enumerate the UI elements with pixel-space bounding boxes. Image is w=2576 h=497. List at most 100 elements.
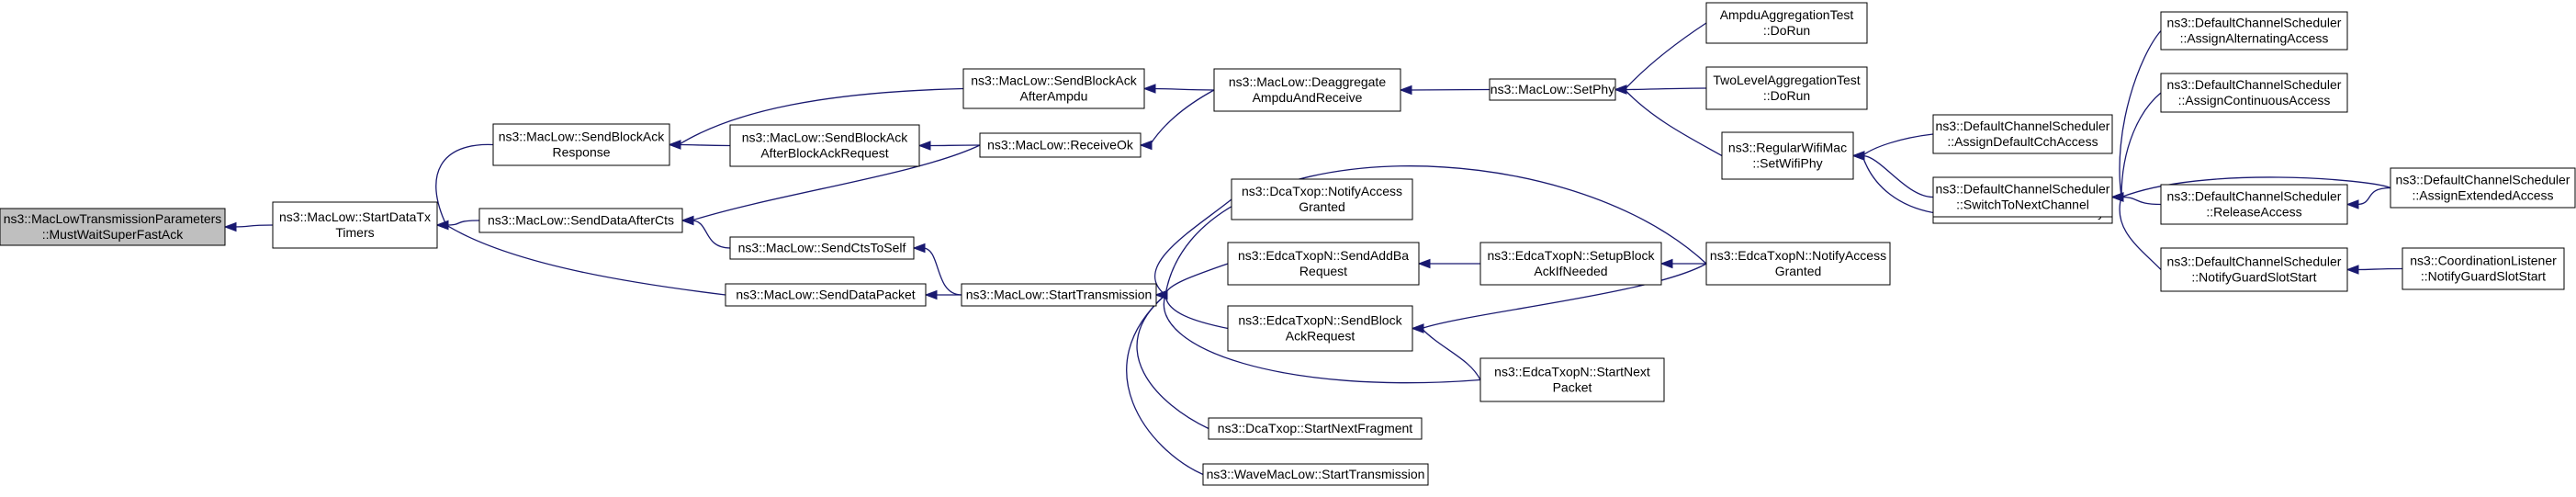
arrow-head-icon bbox=[681, 215, 694, 226]
node-label-line: ::SetWifiPhy bbox=[1752, 156, 1822, 171]
node-box bbox=[492, 123, 670, 166]
arrow-head-icon bbox=[223, 221, 237, 232]
node-label-line: ns3::DefaultChannelScheduler bbox=[2167, 77, 2342, 92]
node-box bbox=[729, 124, 920, 167]
edge-edcaNotifyAccess-to-startTransmission bbox=[1154, 165, 1707, 300]
node-label-line: Request bbox=[1299, 264, 1347, 278]
node-notify-guard-slot-start[interactable]: ns3::DefaultChannelScheduler::NotifyGuar… bbox=[2160, 247, 2348, 292]
node-box bbox=[725, 283, 927, 307]
node-release-access[interactable]: ns3::DefaultChannelScheduler::ReleaseAcc… bbox=[2160, 184, 2348, 225]
edge-startTransmission-to-sendDataPacket bbox=[924, 289, 962, 300]
node-label-line: AckRequest bbox=[1286, 329, 1355, 344]
node-label-line: ::AssignDefaultCchAccess bbox=[1947, 134, 2098, 149]
edge-receiveOk-to-sendBlockAckAfterBAR bbox=[917, 141, 981, 151]
node-send-data-after-cts[interactable]: ns3::MacLow::SendDataAfterCts bbox=[478, 208, 683, 233]
node-box bbox=[2160, 247, 2348, 292]
node-box bbox=[1705, 66, 1868, 110]
node-regular-set-wifi-phy[interactable]: ns3::RegularWifiMac::SetWifiPhy bbox=[1721, 131, 1854, 180]
edge-line bbox=[233, 224, 274, 228]
node-label-line: ns3::EdcaTxopN::SendAddBa bbox=[1238, 248, 1409, 263]
node-label-line: ::ReleaseAccess bbox=[2206, 205, 2301, 220]
edge-assignContinuous-to-switchToNext bbox=[2110, 92, 2162, 202]
edge-line bbox=[1624, 89, 1723, 157]
edge-line bbox=[1153, 198, 1232, 296]
node-label-line: ::DoRun bbox=[1763, 88, 1810, 103]
edge-notifyGuardSlotStart-to-switchToNext bbox=[2110, 192, 2162, 270]
arrow-head-icon bbox=[1154, 289, 1168, 300]
node-assign-alternating[interactable]: ns3::DefaultChannelScheduler::AssignAlte… bbox=[2160, 11, 2348, 51]
edge-line bbox=[691, 220, 731, 249]
arrow-head-icon bbox=[1614, 85, 1627, 95]
edge-line bbox=[691, 144, 981, 221]
edge-line bbox=[1164, 263, 1229, 296]
edge-startTransmission-to-sendCtsToSelf bbox=[912, 243, 962, 296]
node-assign-default-cch[interactable]: ns3::DefaultChannelScheduler::AssignDefa… bbox=[1932, 114, 2113, 154]
edge-line bbox=[1624, 87, 1707, 91]
node-set-phy[interactable]: ns3::MacLow::SetPhy bbox=[1489, 78, 1616, 101]
edge-edcaNotifyAccess-to-edcaSetupBlockAck bbox=[1659, 258, 1706, 269]
node-box bbox=[1705, 242, 1891, 286]
node-box bbox=[1227, 242, 1420, 286]
node-label-line: ns3::MacLow::Deaggregate bbox=[1229, 74, 1386, 89]
node-label-line: ns3::RegularWifiMac bbox=[1728, 141, 1847, 155]
node-label-line: AmpduAndReceive bbox=[1253, 90, 1363, 105]
node-label-line: ns3::MacLow::StartTransmission bbox=[966, 288, 1153, 302]
node-switch-to-next[interactable]: ns3::DefaultChannelScheduler::SwitchToNe… bbox=[1932, 176, 2113, 218]
node-box bbox=[2390, 167, 2576, 209]
node-send-data-packet[interactable]: ns3::MacLow::SendDataPacket bbox=[725, 283, 927, 307]
node-box bbox=[1705, 2, 1868, 44]
node-label-line: Response bbox=[552, 145, 610, 160]
edge-line bbox=[2120, 176, 2391, 198]
edge-line bbox=[1164, 165, 1707, 296]
node-box bbox=[1213, 68, 1401, 112]
edge-dcaStartNextFragment-to-startTransmission bbox=[1136, 289, 1209, 430]
node-box bbox=[729, 236, 915, 260]
edge-line bbox=[2120, 196, 2162, 206]
node-coord-notify-guard[interactable]: ns3::CoordinationListener::NotifyGuardSl… bbox=[2402, 247, 2565, 290]
node-assign-extended[interactable]: ns3::DefaultChannelScheduler::AssignExte… bbox=[2390, 167, 2576, 209]
edge-sendCtsToSelf-to-sendDataAfterCts bbox=[681, 215, 731, 249]
node-box bbox=[1721, 131, 1854, 180]
edge-regularSetWifiPhy-to-setPhy bbox=[1614, 85, 1723, 157]
node-send-cts-to-self[interactable]: ns3::MacLow::SendCtsToSelf bbox=[729, 236, 915, 260]
node-label-line: ns3::EdcaTxopN::NotifyAccess bbox=[1710, 248, 1886, 263]
edge-line bbox=[445, 224, 726, 296]
node-box bbox=[2402, 247, 2565, 290]
node-label-line: ns3::EdcaTxopN::StartNext bbox=[1494, 365, 1650, 379]
edge-ampduTest-to-setPhy bbox=[1614, 22, 1707, 95]
edge-line bbox=[1149, 89, 1215, 146]
node-receive-ok[interactable]: ns3::MacLow::ReceiveOk bbox=[979, 132, 1142, 158]
edge-line bbox=[1164, 294, 1229, 330]
edge-line bbox=[1862, 133, 1934, 157]
node-ampdu-test[interactable]: AmpduAggregationTest::DoRun bbox=[1705, 2, 1868, 44]
edge-line bbox=[928, 144, 981, 147]
node-send-block-ack-after-b-a-r[interactable]: ns3::MacLow::SendBlockAckAfterBlockAckRe… bbox=[729, 124, 920, 167]
node-label-line: ns3::DcaTxop::StartNextFragment bbox=[1218, 421, 1413, 435]
node-assign-continuous[interactable]: ns3::DefaultChannelScheduler::AssignCont… bbox=[2160, 73, 2348, 113]
edge-line bbox=[2120, 92, 2162, 198]
node-wave-start-tx[interactable]: ns3::WaveMacLow::StartTransmission bbox=[1202, 463, 1429, 486]
edge-line bbox=[1421, 328, 1481, 380]
edge-line bbox=[1421, 263, 1707, 330]
node-root[interactable]: ns3::MacLowTransmissionParameters::MustW… bbox=[0, 208, 226, 246]
node-two-level-test[interactable]: TwoLevelAggregationTest::DoRun bbox=[1705, 66, 1868, 110]
arrow-head-icon bbox=[2345, 199, 2359, 209]
node-box bbox=[1227, 305, 1413, 352]
edge-twoLevelTest-to-setPhy bbox=[1614, 85, 1707, 95]
node-label-line: ns3::MacLow::SetPhy bbox=[1490, 82, 1614, 96]
node-start-transmission[interactable]: ns3::MacLow::StartTransmission bbox=[961, 283, 1157, 307]
node-label-line: ::NotifyGuardSlotStart bbox=[2191, 270, 2316, 285]
node-label-line: ns3::DefaultChannelScheduler bbox=[2167, 189, 2342, 204]
edges-layer bbox=[223, 22, 2403, 476]
node-dca-start-next-fragment[interactable]: ns3::DcaTxop::StartNextFragment bbox=[1208, 417, 1423, 440]
